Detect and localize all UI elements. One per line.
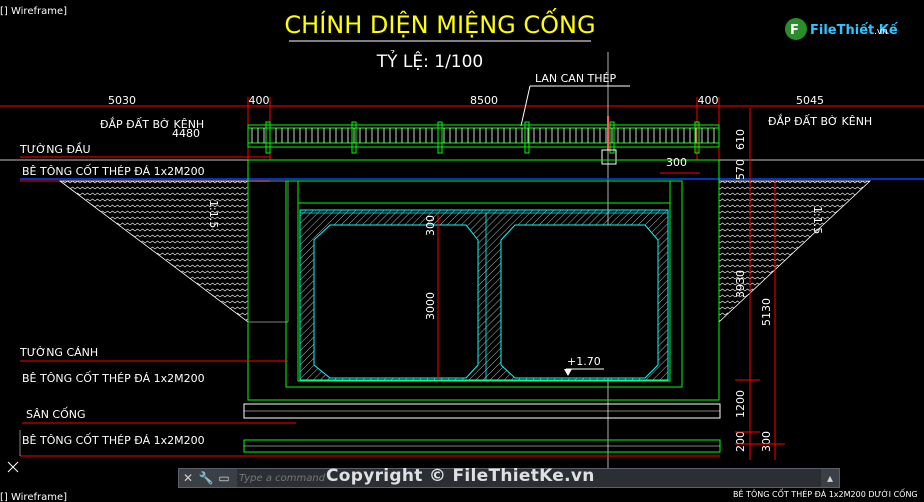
- wrench-icon[interactable]: 🔧: [198, 471, 214, 485]
- svg-text:F: F: [790, 23, 799, 38]
- concrete-label-1: BÊ TÔNG CỐT THÉP ĐÁ 1x2M200: [22, 164, 205, 178]
- viewport-label-bottom[interactable]: [] Wireframe]: [0, 492, 67, 502]
- drawing-title: CHÍNH DIỆN MIỆNG CỐNG: [284, 7, 595, 39]
- dim-1200: 1200: [734, 390, 747, 418]
- dim-3930: 3930: [734, 270, 747, 298]
- culvert-cell-right: [500, 224, 659, 379]
- dim-top-400-left: 400: [249, 94, 270, 107]
- close-icon[interactable]: ✕: [182, 471, 194, 485]
- culvert-floor-label: SÂN CỐNG: [26, 407, 86, 421]
- filethietke-logo: F FileThiết Kế .vn: [782, 10, 900, 48]
- dim-300-top: 300: [666, 156, 687, 169]
- dim-200: 200: [734, 431, 747, 452]
- cursor-box[interactable]: [601, 149, 617, 165]
- level-marker-triangle: [564, 369, 572, 376]
- viewport-label-top[interactable]: [] Wireframe]: [0, 6, 67, 17]
- dim-3000: 3000: [424, 292, 437, 320]
- terminal-icon[interactable]: ▭: [218, 471, 230, 485]
- railing-leader-arrow: [520, 85, 531, 127]
- slope-label-left: 1:1.5: [207, 200, 220, 228]
- dim-4480: 4480: [172, 127, 200, 140]
- command-input[interactable]: [237, 469, 821, 487]
- dim-top-center: 8500: [470, 94, 498, 107]
- logo-text: FileThiết Kế: [810, 23, 898, 38]
- dim-610: 610: [734, 129, 747, 150]
- command-line-bar[interactable]: ✕ 🔧 ▭ ▴: [178, 468, 840, 488]
- slope-label-right: 1:1.5: [811, 206, 824, 234]
- railing-post: [524, 121, 530, 154]
- headwall-outline: [247, 159, 720, 401]
- chevron-up-icon[interactable]: ▴: [826, 471, 834, 485]
- bottom-note: BÊ TÔNG CỐT THÉP ĐÁ 1x2M200 DƯỚI CỐNG: [733, 487, 918, 499]
- railing-balusters: [251, 121, 715, 154]
- wing-wall-label: TƯỜNG CÁNH: [19, 346, 98, 359]
- embankment-label-right: ĐẮP ĐẤT BỜ KÊNH: [768, 114, 872, 128]
- level-label: +1.70: [567, 355, 601, 368]
- dim-570: 570: [734, 159, 747, 180]
- railing-post: [437, 121, 443, 154]
- left-wing-fill: [247, 180, 289, 323]
- ucs-icon-cross: [7, 461, 19, 473]
- drawing-scale: TỶ LỆ: 1/100: [376, 49, 484, 72]
- concrete-label-2: BÊ TÔNG CỐT THÉP ĐÁ 1x2M200: [22, 371, 205, 385]
- culvert-wall-line: [297, 180, 671, 382]
- dim-300-bottom: 300: [760, 431, 773, 452]
- culvert-cell-left: [313, 224, 479, 379]
- railing-post: [265, 121, 271, 154]
- railing-post: [694, 121, 700, 154]
- right-embankment-slope: [718, 180, 872, 323]
- dim-300-inner: 300: [424, 215, 437, 236]
- railing-post: [609, 121, 615, 154]
- logo-domain: .vn: [874, 27, 888, 37]
- embankment-label-left: ĐẮP ĐẤT BỜ KÊNH: [100, 117, 204, 131]
- dim-5130: 5130: [760, 298, 773, 326]
- dim-top-400-right: 400: [698, 94, 719, 107]
- dim-top-left: 5030: [108, 94, 136, 107]
- dim-top-right: 5045: [796, 94, 824, 107]
- logo-icon: [785, 18, 807, 40]
- concrete-label-3: BÊ TÔNG CỐT THÉP ĐÁ 1x2M200: [22, 433, 205, 447]
- head-wall-label: TƯỜNG ĐẦU: [19, 142, 91, 156]
- railing-frame: [247, 124, 720, 148]
- railing-post: [351, 121, 357, 154]
- railing-label: LAN CAN THÉP: [535, 72, 617, 85]
